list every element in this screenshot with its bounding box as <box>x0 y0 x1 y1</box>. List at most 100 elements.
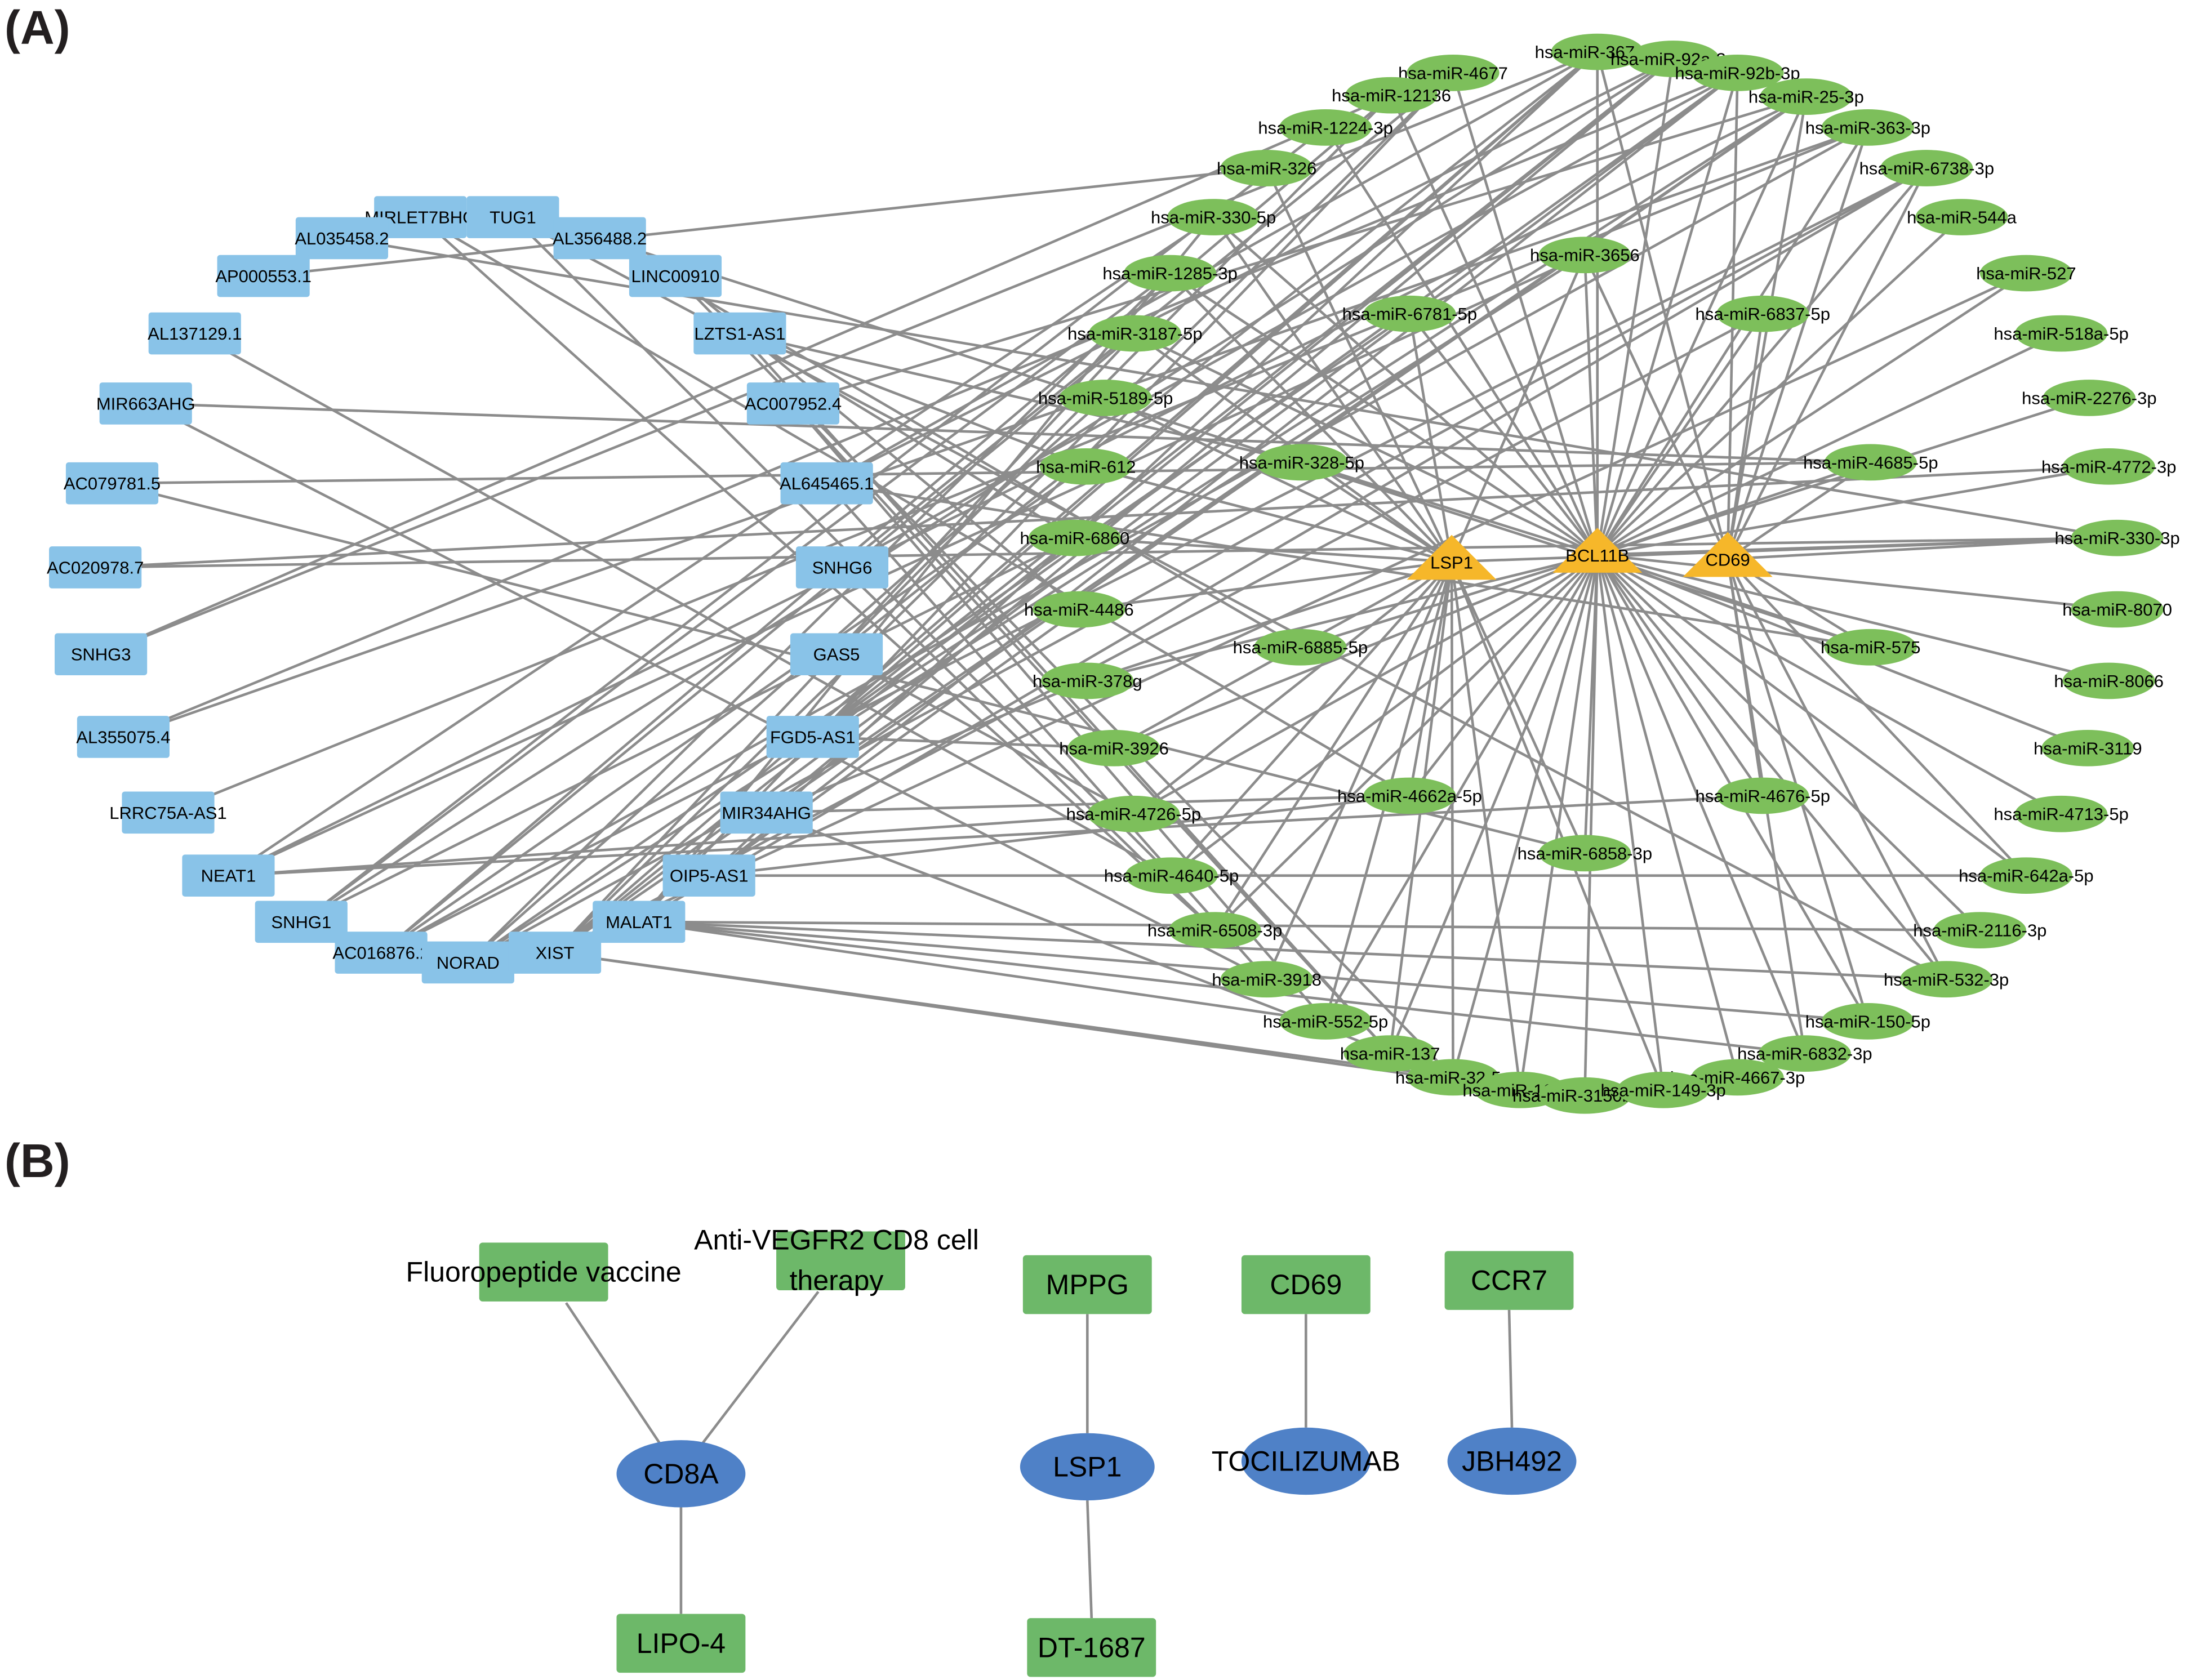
drug-label: DT-1687 <box>1038 1632 1146 1663</box>
lncrna-node: AL355075.4 <box>76 716 171 758</box>
mirna-ellipse <box>1979 255 2073 292</box>
mirna-label: hsa-miR-527 <box>1976 264 2076 283</box>
lncrna-node: AP000553.1 <box>215 255 312 297</box>
lncrna-label: AL035458.2 <box>295 229 389 248</box>
edge-mir-gene-67 <box>1450 562 1454 1077</box>
edge-lnc-mir-90 <box>95 465 2109 569</box>
mirna-node: hsa-miR-4726-5p <box>1066 795 1201 832</box>
edge-mir-gene-38 <box>1596 554 1807 1054</box>
mirna-node: hsa-miR-527 <box>1976 255 2076 292</box>
lncrna-label: AL645465.1 <box>780 474 874 493</box>
mirna-label: hsa-miR-25-3p <box>1748 87 1864 107</box>
mirna-node: hsa-miR-149-3p <box>1601 1071 1726 1108</box>
edge-lnc-mir-4 <box>826 482 1871 649</box>
lncrna-node: FGD5-AS1 <box>766 716 859 758</box>
mirna-node: hsa-miR-4486 <box>1024 591 1134 628</box>
gene-node-cd69: CD69 <box>1683 532 1773 577</box>
lncrna-label: LINC00910 <box>631 266 720 286</box>
mirna-label: hsa-miR-3187-5p <box>1067 324 1203 344</box>
edge-mir-gene-46 <box>1133 554 1598 816</box>
drug-box <box>479 1242 608 1302</box>
lncrna-label: NEAT1 <box>201 866 256 886</box>
drug-label: LIPO-4 <box>637 1628 726 1659</box>
lncrna-node: AC079781.5 <box>64 462 161 505</box>
edge-lnc-mir-55 <box>467 167 1928 964</box>
edge-mir-gene-54 <box>1085 465 1452 563</box>
edge-mir-gene-60 <box>1408 562 1453 796</box>
mirna-label: hsa-miR-6508-3p <box>1147 921 1283 941</box>
edge-mir-gene-5 <box>1596 96 1808 556</box>
mirna-ellipse <box>1821 1003 1914 1040</box>
gene-node-lsp1: LSP1 <box>1407 534 1497 580</box>
drug-label: CCR7 <box>1471 1265 1547 1296</box>
edge-lnc-mir-56 <box>300 272 1171 923</box>
edge-lnc-mir-23 <box>638 920 1326 1023</box>
edge-lnc-mir-36 <box>841 72 1738 569</box>
target-ellipse <box>1447 1427 1577 1495</box>
edge-mir-gene-74 <box>1596 51 1729 560</box>
edge-lnc-mir-0 <box>263 167 1267 278</box>
mirna-ellipse <box>1880 150 1973 186</box>
mirna-node: hsa-miR-532-3p <box>1884 961 2009 998</box>
target-ellipse <box>1020 1433 1155 1501</box>
edge-mir-gene-48 <box>1214 554 1599 932</box>
lncrna-box <box>720 791 813 834</box>
edge-lnc-mir-77 <box>812 736 1114 750</box>
mirna-node: hsa-miR-328-5p <box>1239 444 1364 481</box>
edge-mir-gene-32 <box>1596 554 2027 877</box>
lncrna-node: TUG1 <box>466 196 559 238</box>
mirna-label: hsa-miR-544a <box>1907 208 2017 228</box>
edge-mir-gene-45 <box>1113 553 1598 750</box>
edge-mir-gene-4 <box>1390 95 1599 555</box>
edge-mir-gene-2 <box>1452 72 1599 555</box>
edge-lnc-mir-73 <box>380 465 1087 954</box>
mirna-label: hsa-miR-5189-5p <box>1038 388 1173 408</box>
mirna-node: hsa-miR-330-5p <box>1151 199 1276 235</box>
drug-node-ccr7: CCR7 <box>1444 1251 1574 1310</box>
edge-drug-target-4 <box>1086 1500 1093 1619</box>
lncrna-label: NORAD <box>437 953 500 973</box>
lncrna-label: GAS5 <box>813 645 860 665</box>
mirna-label: hsa-miR-532-3p <box>1884 970 2009 990</box>
lncrna-node: AC020978.7 <box>47 546 144 589</box>
lncrna-node: OIP5-AS1 <box>662 854 755 897</box>
edge-lnc-mir-46 <box>145 402 1267 981</box>
edge-mir-gene-10 <box>1596 216 1963 556</box>
lncrna-node: SNHG1 <box>255 901 348 943</box>
mirna-label: hsa-miR-3119 <box>2034 738 2142 758</box>
edge-mir-gene-15 <box>1596 313 1764 556</box>
mirna-node: hsa-miR-4685-5p <box>1803 444 1938 481</box>
gene-triangle <box>1407 534 1497 580</box>
edge-lnc-mir-42 <box>739 332 1302 464</box>
drug-label: CD69 <box>1270 1269 1342 1300</box>
edges-b <box>565 1291 1514 1619</box>
lncrna-label: MALAT1 <box>606 912 672 932</box>
edge-lnc-mir-60 <box>380 94 1392 954</box>
drug-label: Fluoropeptide vaccine <box>406 1256 682 1288</box>
mirna-ellipse <box>1220 150 1313 186</box>
mirna-node: hsa-miR-330-3p <box>2054 519 2180 556</box>
edge-lnc-mir-49 <box>766 794 1410 814</box>
lncrna-node: SNHG6 <box>795 546 889 589</box>
mirna-node: hsa-miR-3918 <box>1212 961 1322 998</box>
panel-label-b: (B) <box>5 1134 70 1187</box>
lncrna-box <box>790 633 883 675</box>
drug-box <box>616 1614 746 1673</box>
mirna-label: hsa-miR-518a-5p <box>1994 324 2129 344</box>
mirna-label: hsa-miR-2276-3p <box>2022 388 2157 408</box>
mirna-node: hsa-miR-8066 <box>2054 662 2164 699</box>
lncrna-box <box>766 716 859 758</box>
edge-mir-gene-82 <box>1727 536 2117 560</box>
gene-label: CD69 <box>1705 550 1750 570</box>
mirna-node: hsa-miR-3656 <box>1530 237 1640 274</box>
edge-mir-gene-64 <box>1265 561 1453 980</box>
nodes-a: hsa-miR-367-3phsa-miR-92a-3phsa-miR-4677… <box>47 33 2180 1114</box>
lncrna-box <box>217 255 310 297</box>
mirna-ellipse <box>1167 199 1260 235</box>
drug-box <box>1022 1255 1152 1314</box>
edge-mir-gene-81 <box>1727 461 1872 560</box>
mirna-node: hsa-miR-518a-5p <box>1994 315 2129 352</box>
mirna-label: hsa-miR-4676-5p <box>1696 786 1831 806</box>
mirna-ellipse <box>1087 795 1180 832</box>
